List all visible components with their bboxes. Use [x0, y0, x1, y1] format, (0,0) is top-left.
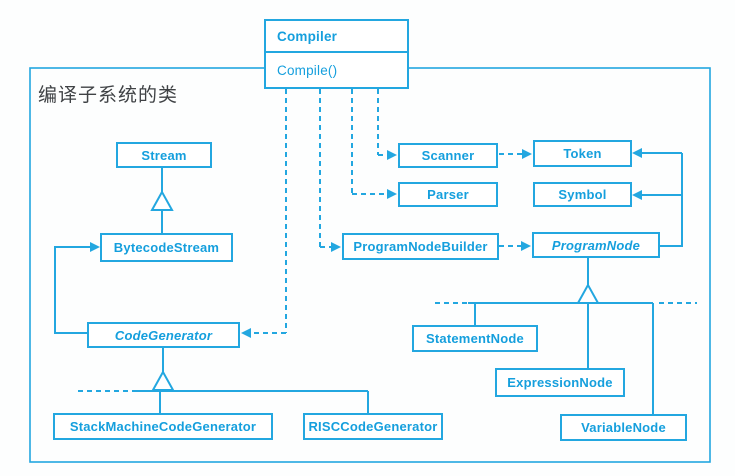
dependency-programnodebuilder-programnode — [499, 241, 531, 251]
class-name-programnode: ProgramNode — [551, 237, 641, 253]
subsystem-boundary — [29, 67, 711, 463]
class-box-statementnode: StatementNode — [412, 325, 538, 352]
dependency-scanner-token — [499, 149, 532, 159]
class-name-token: Token — [563, 146, 602, 161]
class-name-statementnode: StatementNode — [426, 331, 524, 346]
class-name-variablenode: VariableNode — [581, 420, 666, 435]
association-programnode-token-symbol — [632, 148, 683, 247]
association-codegenerator-bytecodestream — [54, 242, 100, 334]
inheritance-codegenerator-subclasses — [78, 348, 369, 413]
dependency-compiler-scanner — [377, 89, 397, 160]
class-box-stream: Stream — [116, 142, 212, 168]
class-name-symbol: Symbol — [558, 187, 607, 202]
class-name-stream: Stream — [141, 147, 187, 163]
class-box-codegenerator: CodeGenerator — [87, 322, 240, 348]
class-box-token: Token — [533, 140, 632, 167]
inheritance-triangle-icon — [576, 282, 600, 304]
dependency-compiler-parser — [351, 89, 397, 199]
arrowhead-icon — [90, 242, 100, 252]
class-box-programnodebuilder: ProgramNodeBuilder — [342, 233, 499, 260]
class-name-stackmachinecodegenerator: StackMachineCodeGenerator — [69, 419, 257, 434]
inheritance-programnode-subclasses — [435, 258, 697, 414]
class-name-parser: Parser — [427, 187, 469, 202]
class-box-scanner: Scanner — [398, 143, 498, 168]
arrowhead-icon — [387, 150, 397, 160]
arrowhead-icon — [331, 242, 341, 252]
inheritance-bytecodestream-stream — [150, 167, 174, 233]
class-box-parser: Parser — [398, 182, 498, 207]
class-name-programnodebuilder: ProgramNodeBuilder — [353, 239, 488, 254]
class-box-expressionnode: ExpressionNode — [495, 368, 625, 397]
class-box-compiler: Compiler Compile() — [264, 19, 409, 89]
arrowhead-icon — [632, 190, 642, 200]
class-name-scanner: Scanner — [421, 148, 475, 163]
inheritance-triangle-icon — [150, 189, 174, 211]
arrowhead-icon — [241, 328, 251, 338]
class-box-variablenode: VariableNode — [560, 414, 687, 441]
arrowhead-icon — [522, 149, 532, 159]
dependency-compiler-codegenerator — [241, 89, 287, 338]
class-box-risccodegenerator: RISCCodeGenerator — [303, 413, 443, 440]
arrowhead-icon — [387, 189, 397, 199]
class-box-symbol: Symbol — [533, 182, 632, 207]
inheritance-triangle-icon — [151, 369, 175, 391]
class-name-risccodegenerator: RISCCodeGenerator — [308, 419, 438, 434]
class-name-compiler: Compiler — [266, 21, 407, 54]
arrowhead-icon — [632, 148, 642, 158]
subsystem-label: 编译子系统的类 — [38, 85, 179, 106]
class-box-programnode: ProgramNode — [532, 232, 660, 258]
dependency-compiler-programnodebuilder — [319, 89, 341, 252]
class-method-compile: Compile() — [277, 62, 338, 78]
class-box-bytecodestream: BytecodeStream — [100, 233, 233, 262]
arrowhead-icon — [521, 241, 531, 251]
class-name-expressionnode: ExpressionNode — [507, 375, 613, 390]
class-name-bytecodestream: BytecodeStream — [113, 240, 220, 255]
class-box-stackmachinecodegenerator: StackMachineCodeGenerator — [53, 413, 273, 440]
class-name-codegenerator: CodeGenerator — [114, 327, 213, 343]
